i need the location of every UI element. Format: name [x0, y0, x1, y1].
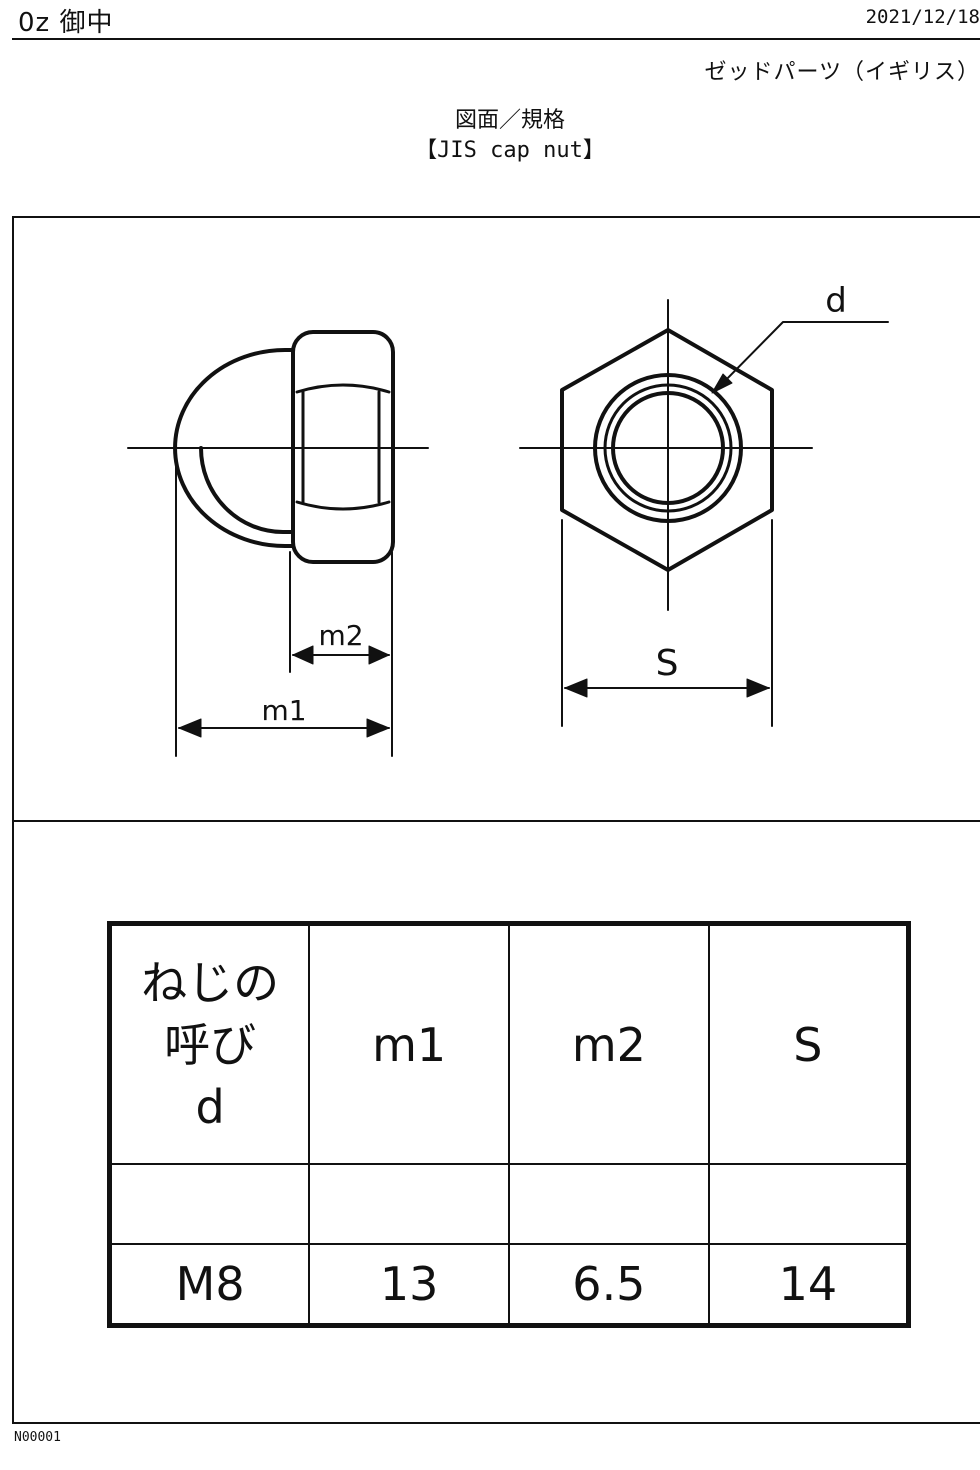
- technical-drawing: d m2 m1 S: [127, 281, 889, 757]
- header-m1: m1: [308, 922, 510, 1165]
- table-header-row: ねじの 呼び d m1 m2 S: [108, 922, 910, 1165]
- cap-dome-inner-arc: [199, 446, 295, 534]
- label-s: S: [656, 643, 679, 684]
- table-row: M8 13 6.5 14: [108, 1243, 910, 1327]
- cell-d: M8: [108, 1243, 311, 1327]
- d-leader-arrow: [711, 373, 733, 394]
- header-rule: [12, 38, 980, 40]
- blank-cell: [308, 1163, 510, 1245]
- s-arrow-right: [746, 678, 770, 698]
- blank-cell: [707, 1163, 910, 1245]
- label-d: d: [825, 281, 847, 321]
- blank-cell: [108, 1163, 311, 1245]
- frame-divider: [12, 820, 980, 822]
- header-s: S: [707, 922, 910, 1165]
- company-name: ゼッドパーツ（イギリス）: [704, 60, 980, 85]
- header-size-line-3: d: [195, 1079, 225, 1134]
- title-line-1: 図面／規格: [454, 108, 565, 133]
- d-leader-line: [717, 321, 889, 389]
- title-line-2: 【JIS cap nut】: [415, 138, 605, 163]
- header-nominal-size: ねじの 呼び d: [108, 922, 311, 1165]
- m1-arrow-left: [178, 718, 202, 738]
- blank-cell: [508, 1163, 710, 1245]
- hex-lower-face-line: [295, 500, 391, 511]
- spec-table: ねじの 呼び d m1 m2 S M8 13 6.5 14: [107, 921, 911, 1328]
- s-arrow-left: [564, 678, 588, 698]
- document-date: 2021/12/18: [865, 6, 980, 28]
- document-title: 図面／規格 【JIS cap nut】: [0, 106, 980, 166]
- m2-arrow-left: [292, 645, 314, 665]
- hex-upper-face-line: [295, 383, 391, 394]
- label-m2: m2: [318, 619, 363, 652]
- header-size-line-2: 呼び: [164, 1017, 257, 1072]
- header-size-line-1: ねじの: [141, 955, 280, 1010]
- table-blank-row: [108, 1163, 910, 1245]
- m2-arrow-right: [368, 645, 390, 665]
- header-m2: m2: [508, 922, 710, 1165]
- document-code: N00001: [14, 1430, 61, 1445]
- m1-arrow-right: [366, 718, 390, 738]
- label-m1: m1: [261, 694, 306, 727]
- cell-m2: 6.5: [508, 1243, 710, 1327]
- cell-m1: 13: [308, 1243, 510, 1327]
- recipient-label: 0z 御中: [18, 8, 114, 38]
- cell-s: 14: [707, 1243, 910, 1327]
